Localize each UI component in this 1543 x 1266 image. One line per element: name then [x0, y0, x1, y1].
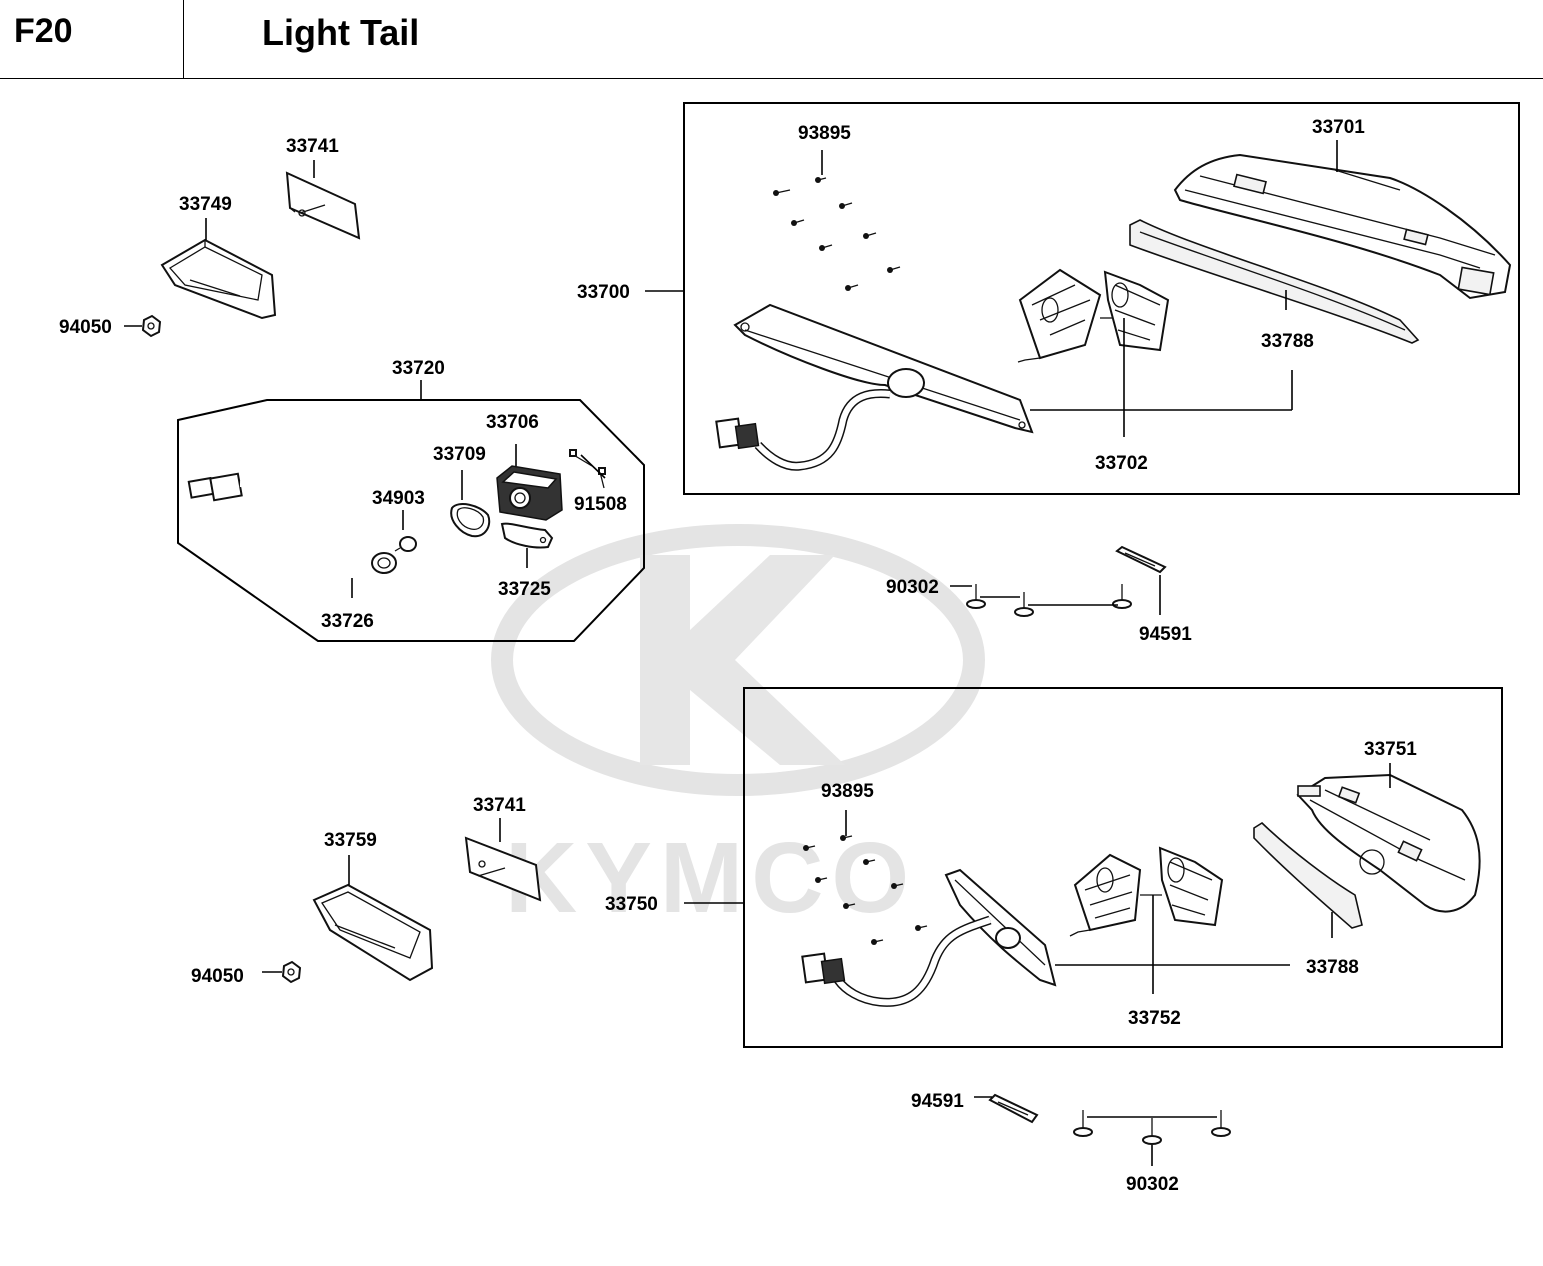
label-33788-top: 33788 — [1261, 331, 1314, 352]
section-code: F20 — [14, 12, 73, 50]
label-33700: 33700 — [577, 282, 630, 303]
tail-lens-33751 — [1296, 773, 1481, 913]
label-94591-bottom: 94591 — [911, 1091, 964, 1112]
label-34903: 34903 — [372, 488, 425, 509]
reflector-33741-top — [285, 171, 361, 240]
label-33751: 33751 — [1364, 739, 1417, 760]
assembly-box-33750 — [743, 687, 1503, 1048]
assembly-box-33700 — [683, 102, 1520, 495]
label-33752: 33752 — [1128, 1008, 1181, 1029]
page-title: Light Tail — [262, 12, 420, 53]
assembly-box-33720 — [177, 399, 645, 642]
nut-94050-top — [141, 314, 162, 338]
label-33788-bottom: 33788 — [1306, 957, 1359, 978]
label-33709: 33709 — [433, 444, 486, 465]
screws-91508 — [569, 449, 606, 489]
base-housing-33750 — [801, 868, 1057, 1007]
plate-light-housing-33749 — [160, 238, 277, 320]
watermark-text: KYMCO — [505, 822, 917, 934]
label-33726: 33726 — [321, 611, 374, 632]
label-33750: 33750 — [605, 894, 658, 915]
base-housing-33700 — [715, 303, 1034, 471]
label-33701: 33701 — [1312, 117, 1365, 138]
label-90302-bottom: 90302 — [1126, 1174, 1179, 1195]
label-94050-bottom: 94050 — [191, 966, 244, 987]
reflector-33741-bottom — [464, 836, 542, 902]
label-33759: 33759 — [324, 830, 377, 851]
lens-seal-33788-top — [1129, 219, 1420, 344]
page-header: F20 Light Tail — [0, 0, 1543, 80]
screws-93895-top — [773, 177, 901, 291]
strip-94591-mid — [1115, 545, 1167, 574]
label-93895-top: 93895 — [798, 123, 851, 144]
socket-33706 — [496, 465, 563, 521]
label-90302-mid: 90302 — [886, 577, 939, 598]
gasket-33709 — [450, 503, 491, 538]
screws-90302-bottom — [1073, 1110, 1231, 1145]
strip-94591-bottom — [988, 1093, 1039, 1124]
screws-93895-bottom — [803, 835, 928, 945]
label-91508: 91508 — [574, 494, 627, 515]
circuit-boards-33702 — [1017, 268, 1170, 363]
label-33720: 33720 — [392, 358, 445, 379]
nut-94050-bottom — [281, 960, 302, 984]
screws-90302-mid — [966, 584, 1132, 617]
label-33725: 33725 — [498, 579, 551, 600]
lens-seal-33788-bottom — [1253, 821, 1363, 929]
bracket-33725 — [500, 522, 554, 549]
label-33749: 33749 — [179, 194, 232, 215]
label-94050-top: 94050 — [59, 317, 112, 338]
label-33702: 33702 — [1095, 453, 1148, 474]
label-33741-bottom: 33741 — [473, 795, 526, 816]
bulb-34903 — [394, 536, 417, 552]
tail-lens-33701 — [1173, 153, 1512, 300]
wire-harness-33726 — [187, 472, 397, 575]
header-divider — [183, 0, 184, 79]
label-33706: 33706 — [486, 412, 539, 433]
label-94591-mid: 94591 — [1139, 624, 1192, 645]
label-33741-top: 33741 — [286, 136, 339, 157]
plate-light-housing-33759 — [312, 883, 434, 982]
header-rule — [0, 78, 1543, 79]
label-93895-bottom: 93895 — [821, 781, 874, 802]
circuit-boards-33752 — [1069, 846, 1224, 937]
